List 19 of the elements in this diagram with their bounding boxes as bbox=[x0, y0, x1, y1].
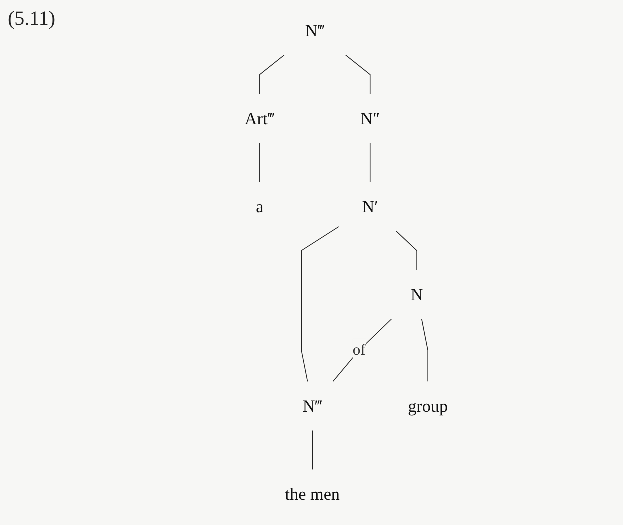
node-text: N bbox=[410, 285, 424, 305]
connector bbox=[422, 318, 428, 382]
node-text: N′ bbox=[362, 197, 378, 217]
node-text: the men bbox=[285, 484, 340, 504]
edge-label: of bbox=[352, 342, 366, 360]
connector bbox=[260, 54, 285, 95]
connector bbox=[301, 226, 340, 382]
example-number: (5.11) bbox=[8, 8, 56, 31]
node-text: N‴ bbox=[305, 21, 325, 41]
connector bbox=[396, 230, 418, 271]
connector bbox=[346, 54, 371, 95]
node-text: Art‴ bbox=[244, 109, 275, 129]
node-text: N″ bbox=[360, 109, 380, 129]
connector bbox=[370, 142, 371, 183]
node-text: group bbox=[408, 396, 448, 416]
node-text: a bbox=[256, 197, 264, 217]
connector bbox=[312, 430, 314, 470]
connector bbox=[332, 318, 392, 382]
node-text: N‴ bbox=[302, 396, 322, 416]
